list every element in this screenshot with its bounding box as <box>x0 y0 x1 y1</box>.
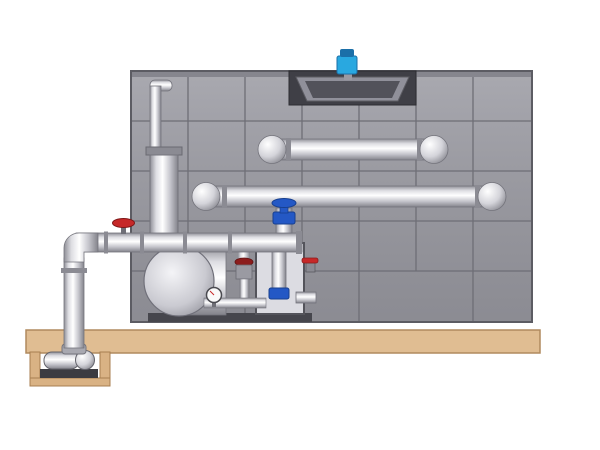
vent-pipe-body <box>149 85 162 151</box>
gate-valve-handwheel <box>112 218 135 228</box>
pit-pump-set <box>40 343 98 378</box>
upper-header-pipe <box>257 135 449 164</box>
middle-pipe-coupling-right <box>475 185 480 208</box>
frame-outlet-pipe <box>295 291 317 304</box>
gauge-stem <box>212 301 216 307</box>
middle-header-pipe <box>191 182 507 211</box>
blue-check-valve <box>268 287 290 300</box>
skid-base <box>148 313 312 322</box>
distribution-basin-interior <box>305 81 400 98</box>
lever-valve-body <box>305 262 316 273</box>
middle-pipe-cap-left <box>191 182 221 211</box>
globe-valve-handwheel <box>271 198 297 208</box>
manifold-band-3 <box>183 231 187 254</box>
vent-pipe <box>149 79 173 151</box>
upper-pipe-body <box>271 138 435 161</box>
instrument-cap <box>340 49 354 57</box>
ground-slab <box>25 329 541 354</box>
instrument-nozzle <box>344 72 352 80</box>
prv-riser <box>238 252 250 260</box>
red-lever-valve <box>301 257 319 264</box>
manifold-body <box>75 232 303 253</box>
gauge-needle <box>209 290 215 296</box>
upper-pipe-coupling-right <box>417 138 422 161</box>
pressure-reducing-valve <box>203 252 267 309</box>
pump-motor <box>43 351 80 370</box>
prv-body <box>235 264 253 280</box>
float-valve-instrument <box>336 49 358 80</box>
ground-slab-group <box>25 329 541 387</box>
blue-globe-valve <box>271 198 297 234</box>
gate-valve-stem <box>121 225 126 234</box>
pump-skid <box>143 242 319 322</box>
globe-valve-body <box>272 211 296 225</box>
manifold-band-2 <box>140 231 144 254</box>
upper-pipe-cap-right <box>419 135 449 164</box>
manifold-band-4 <box>228 231 232 254</box>
pressure-gauge <box>205 286 223 307</box>
manifold-end-flange <box>296 231 302 254</box>
manifold-elbow <box>63 232 99 263</box>
skid-lower-pipe <box>203 297 267 309</box>
middle-pipe-body <box>205 185 493 208</box>
manifold-band-1 <box>104 231 108 254</box>
red-gate-valve <box>112 218 135 234</box>
drop-pipe-flange <box>61 268 87 273</box>
pressure-tank-end <box>143 245 215 317</box>
upper-pipe-coupling-left <box>286 138 291 161</box>
riser-flange <box>145 146 183 156</box>
upper-pipe-cap-left <box>257 135 287 164</box>
riser-body <box>149 154 179 241</box>
middle-pipe-coupling-left <box>222 185 227 208</box>
instrument-body <box>336 55 358 75</box>
pit-floor <box>29 377 111 387</box>
middle-pipe-cap-right <box>477 182 507 211</box>
control-valve-frame <box>255 242 319 315</box>
riser-pipe <box>145 146 183 241</box>
pump-base <box>40 369 98 378</box>
suction-manifold-pipe <box>61 231 303 349</box>
